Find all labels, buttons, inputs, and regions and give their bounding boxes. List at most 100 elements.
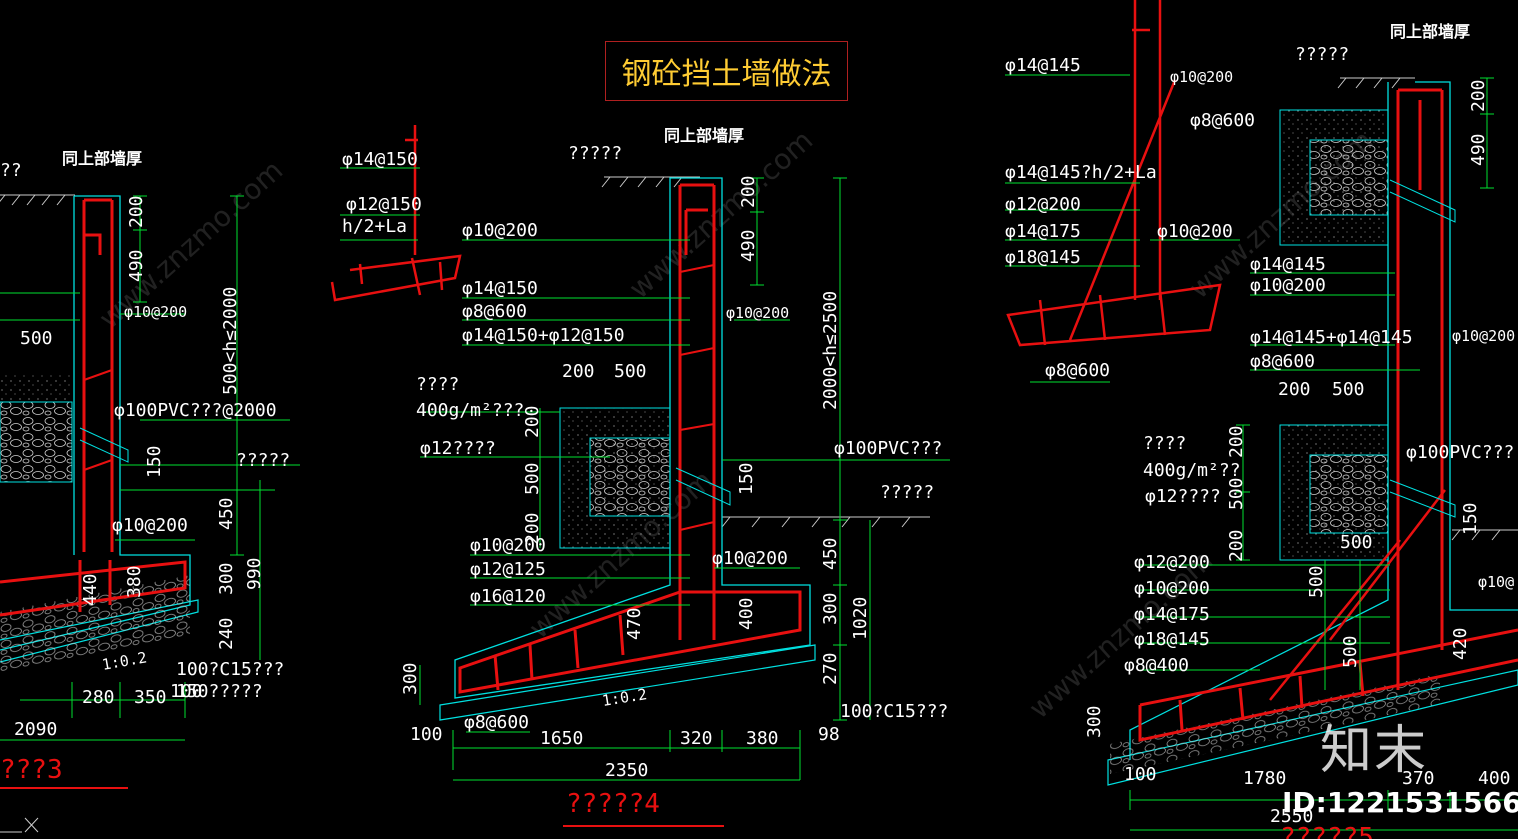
rebar-top <box>1006 0 1222 347</box>
dim-2090: 2090 <box>14 719 57 740</box>
section-label: ?????4 <box>566 789 660 819</box>
base-gravel <box>0 575 190 672</box>
small-rebar-label: φ12@150 <box>346 194 422 215</box>
watermark-text: www.znzmo.com <box>623 124 820 306</box>
section-label: ???3 <box>0 755 63 785</box>
slope-label: 1:0.2 <box>601 685 648 710</box>
dim-300-left: 300 <box>400 662 421 695</box>
fill-label: ????? <box>236 450 290 471</box>
base-gravel <box>1110 673 1440 775</box>
small-leaders <box>340 167 420 241</box>
small-rebar-label: φ14@150 <box>342 149 418 170</box>
rebar-label: φ10@200 <box>726 304 789 322</box>
rebar-label: φ8@600 <box>1190 110 1255 131</box>
dim-370: 370 <box>1402 768 1435 789</box>
rebar-label: φ10@200 <box>1452 327 1515 345</box>
pvc-label: φ100PVC??? <box>1406 442 1514 463</box>
pvc-pipe <box>675 467 731 506</box>
rebar-stirrups <box>83 369 113 471</box>
leader-lines <box>1005 74 1420 671</box>
dim-500-v: 500 <box>522 462 543 495</box>
dim-400: 400 <box>736 597 757 630</box>
ground-label: ????? <box>568 143 622 164</box>
dim-500-v: 500 <box>1226 477 1247 510</box>
dim-200: 200 <box>1468 79 1489 112</box>
left-header: 同上部墙厚 <box>62 149 142 168</box>
dim-500-v3: 500 <box>1306 565 1327 598</box>
dim-1780: 1780 <box>1243 768 1286 789</box>
rebar-label: φ14@150 <box>462 278 538 299</box>
dim-490: 490 <box>1468 133 1489 166</box>
gravel-fill <box>1309 454 1389 534</box>
dim-490: 490 <box>126 249 147 282</box>
concrete-label-2: 150????? <box>176 681 263 702</box>
rebar-label: φ18@145 <box>1134 629 1210 650</box>
rebar-label: φ10@200 <box>1157 221 1233 242</box>
dim-350: 350 <box>134 687 167 708</box>
rebar-label: φ12@200 <box>1005 194 1081 215</box>
dim-420: 420 <box>1450 627 1471 660</box>
slope-label: 1:0.2 <box>101 648 149 674</box>
dim-440: 440 <box>80 573 101 606</box>
rebar-label: φ10@200 <box>462 220 538 241</box>
dim-300: 300 <box>820 592 841 625</box>
gravel-fill <box>1309 139 1389 216</box>
left-detail: 同上部墙厚 ?? 200 490 500<h≤2000 φ10@200 500 … <box>0 149 300 789</box>
dimension-lines <box>0 195 261 741</box>
geo-label: ???? <box>416 374 459 395</box>
rebar-label: φ12@200 <box>1134 552 1210 573</box>
dim-200: 200 <box>126 195 147 228</box>
dim-200-v: 200 <box>1226 425 1247 458</box>
middle-detail: 同上部墙厚 ????? φ10@200 200 490 φ14@150 φ8@6… <box>400 126 950 827</box>
rebar-wall <box>1396 88 1444 690</box>
drain-label: φ12???? <box>1145 486 1221 507</box>
section-label: ?????5 <box>1280 823 1374 839</box>
close-mark-icon <box>0 817 39 833</box>
fill-label: ????? <box>880 482 934 503</box>
pvc-pipe <box>79 427 129 463</box>
dim-490: 490 <box>738 229 759 262</box>
rebar-base <box>0 560 187 617</box>
rebar-label: φ8@600 <box>1250 351 1315 372</box>
drain-label: φ12???? <box>420 438 496 459</box>
ground-hatch <box>0 194 75 206</box>
watermark-text: www.znzmo.com <box>93 154 290 336</box>
dim-270: 270 <box>820 652 841 685</box>
dim-500-h: 500 <box>1332 379 1365 400</box>
leader-lines <box>420 239 950 733</box>
rebar-label: φ8@600 <box>1045 360 1110 381</box>
dim-300: 300 <box>216 562 237 595</box>
rebar-label: φ14@175 <box>1005 221 1081 242</box>
geo-spec: 400g/m²?? <box>1143 460 1241 481</box>
dimension-lines <box>419 177 871 781</box>
rebar-label: φ14@145+φ14@145 <box>1250 327 1413 348</box>
dim-1650: 1650 <box>540 728 583 749</box>
dim-500: 500 <box>20 328 53 349</box>
dim-470: 470 <box>624 607 645 640</box>
rebar-label: φ10@200 <box>112 515 188 536</box>
rebar-label: φ12@125 <box>470 559 546 580</box>
wall-outline <box>454 177 811 699</box>
left-ground-label: ?? <box>0 160 22 181</box>
rebar-label: φ14@145 <box>1250 254 1326 275</box>
right-detail: 同上部墙厚 ????? φ14@145 φ10@200 200 φ8@600 4… <box>1005 0 1518 839</box>
concrete-label: 100?C15??? <box>840 701 948 722</box>
dim-380: 380 <box>124 565 145 598</box>
dim-500-v4: 500 <box>1340 635 1361 668</box>
asset-id-label: ID:1221531566 <box>1282 786 1518 819</box>
dim-450: 450 <box>216 497 237 530</box>
dim-380: 380 <box>746 728 779 749</box>
dim-2350: 2350 <box>605 760 648 781</box>
geo-label: ???? <box>1143 433 1186 454</box>
dim-450: 450 <box>820 537 841 570</box>
rebar-label: φ8@400 <box>1124 655 1189 676</box>
rebar-label: φ10@200 <box>1134 578 1210 599</box>
brand-logo: 知末 <box>1320 721 1429 781</box>
dim-500-bottom: 500 <box>1340 532 1373 553</box>
dim-280: 280 <box>82 687 115 708</box>
dim-320: 320 <box>680 728 713 749</box>
dim-200-h: 200 <box>1278 379 1311 400</box>
dim-200-v2: 200 <box>1226 529 1247 562</box>
dim-100: 100 <box>170 681 203 702</box>
